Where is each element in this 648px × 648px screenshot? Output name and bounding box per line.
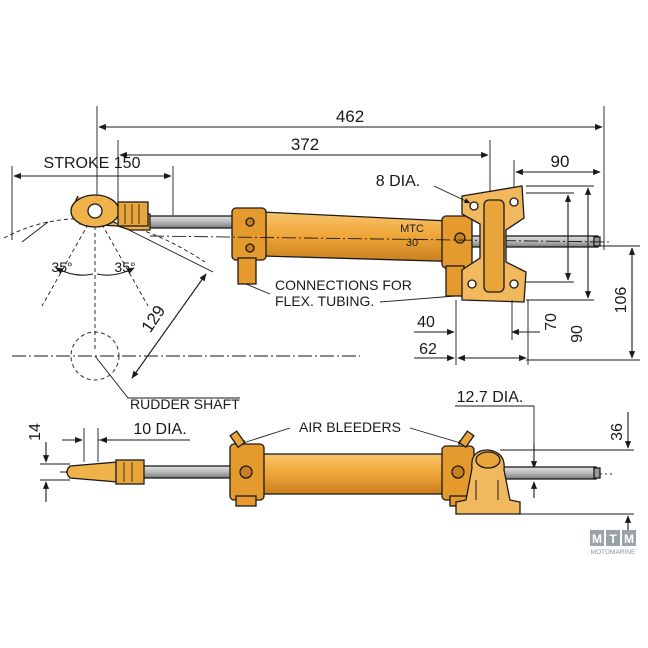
dimension-rod-end-height: 14 <box>27 423 70 502</box>
bracket-outer-height-label: 90 <box>569 325 586 343</box>
cylinder-body-top: MTC 30 <box>149 207 611 297</box>
dimension-rod-diameter: 12.7 DIA. <box>455 389 538 498</box>
rudder-shaft-leader <box>94 355 129 399</box>
tiller-arm-label: 129 <box>138 302 170 336</box>
rod-end-eye-top <box>70 194 151 231</box>
bracket-hole-leader <box>433 185 471 204</box>
connections-leader-rear <box>379 295 456 303</box>
piston-rod-side <box>139 465 241 479</box>
air-bleeder-rear <box>458 430 475 449</box>
mounting-bracket-side <box>455 449 521 515</box>
dimension-base-widths: 40 62 <box>414 300 540 365</box>
top-view: 462 372 90 STROKE 150 <box>3 106 640 412</box>
air-bleeders-label: AIR BLEEDERS <box>299 419 401 435</box>
tiller-swing-left <box>41 211 96 307</box>
model-label-1: MTC <box>400 223 424 235</box>
model-label-2: 30 <box>406 237 418 249</box>
dimension-stroke: STROKE 150 <box>11 155 174 240</box>
base-outer-width-label: 62 <box>419 341 437 358</box>
dimension-rod-end-hole: 10 DIA. <box>62 421 190 462</box>
side-view: 14 10 DIA. AIR BLEEDERS 12.7 DIA. <box>27 389 634 546</box>
rod-diameter-label: 12.7 DIA. <box>457 389 524 406</box>
dimension-heights-top: 70 90 106 <box>526 185 640 361</box>
dimension-body-length: 372 <box>117 135 491 205</box>
bracket-offset-label: 90 <box>551 152 570 171</box>
mounting-bracket-top <box>461 185 527 303</box>
air-bleeder-front <box>229 430 246 449</box>
air-bleeder-leader-rear <box>409 427 465 445</box>
bracket-hole-label: 8 DIA. <box>376 173 420 190</box>
rod-end-height-label: 14 <box>27 423 44 441</box>
bracket-hole-3 <box>467 279 477 289</box>
side-height-label: 36 <box>609 423 626 441</box>
rod-end-hole-label: 10 DIA. <box>133 421 186 438</box>
bracket-hole-1 <box>469 201 479 211</box>
connections-label-1: CONNECTIONS FOR <box>275 277 412 293</box>
angle-left-label: 35° <box>51 259 72 275</box>
bracket-hole-2 <box>509 197 519 207</box>
base-inner-width-label: 40 <box>417 314 435 331</box>
watermark-letter-3: M <box>624 532 634 546</box>
overall-height-label: 106 <box>613 287 630 314</box>
overall-length-label: 462 <box>336 107 364 126</box>
rod-end-side <box>66 459 145 485</box>
air-bleeder-leader-front <box>239 427 291 445</box>
watermark-letter-1: M <box>592 532 602 546</box>
watermark-text: MOTOMARINE <box>591 549 636 556</box>
watermark-letter-2: T <box>609 532 617 546</box>
dimension-tiller-arm: 129 <box>104 217 214 379</box>
bracket-inner-height-label: 70 <box>543 313 560 331</box>
connections-label-2: FLEX. TUBING. <box>275 293 374 309</box>
tiller-arc-end <box>21 221 49 243</box>
dimension-overall-length: 462 <box>96 106 605 250</box>
flex-tubing-fitting-front <box>237 257 257 285</box>
dimension-side-height: 36 <box>500 412 634 546</box>
angle-right-label: 35° <box>114 259 135 275</box>
bracket-hole-4 <box>509 279 519 289</box>
stroke-label: STROKE 150 <box>44 155 141 172</box>
connections-leader-front <box>245 283 271 295</box>
motomarine-watermark: M T M MOTOMARINE <box>590 530 636 556</box>
dimension-bracket-offset: 90 <box>513 152 601 190</box>
flex-tubing-fitting-rear <box>445 265 465 297</box>
angle-arc-right <box>96 267 135 276</box>
cylinder-body-side <box>229 430 475 507</box>
body-length-label: 372 <box>291 135 319 154</box>
tiller-swing-right <box>94 211 149 307</box>
angle-arc-left <box>55 267 94 276</box>
rudder-shaft-label: RUDDER SHAFT <box>130 396 240 412</box>
